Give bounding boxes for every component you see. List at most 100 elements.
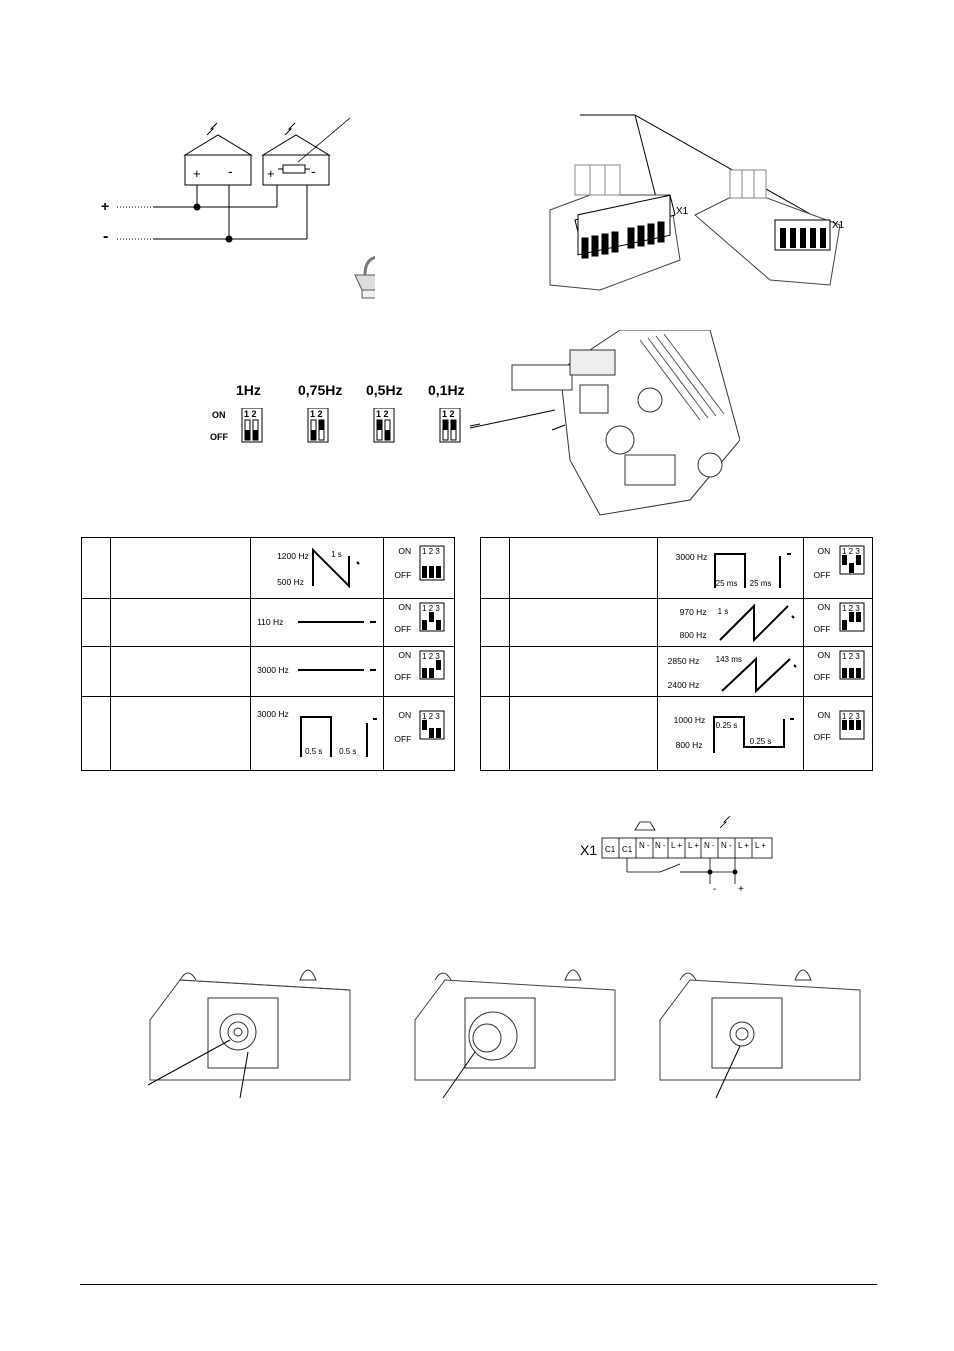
dip-switch-3: 1 2 3	[419, 650, 445, 680]
table-row: 3000 Hz ON OFF 1 2 3	[81, 646, 455, 697]
svg-text:1 2 3: 1 2 3	[422, 604, 440, 613]
svg-text:1 2 3: 1 2 3	[422, 652, 440, 661]
tone-table-left: 1200 Hz 500 Hz 1 s ON OFF 1 2 3 110 Hz	[81, 537, 455, 771]
table-row: 1200 Hz 500 Hz 1 s ON OFF 1 2 3	[81, 537, 455, 599]
x1-label: X1	[580, 842, 598, 858]
tone-time: 25 ms	[715, 579, 738, 588]
table-row: 3000 Hz 0.5 s 0.5 s ON OFF 1 2 3	[81, 696, 455, 771]
tone-time: 1 s	[331, 550, 342, 559]
svg-text:1 2: 1 2	[442, 409, 455, 419]
svg-text:1 2 3: 1 2 3	[422, 547, 440, 556]
dip-switch-3: 1 2 3	[419, 602, 445, 632]
dip-off: OFF	[813, 624, 831, 634]
footer-rule	[80, 1284, 877, 1285]
housing-drawing-3	[659, 969, 861, 1099]
tone-hz-top: 1000 Hz	[673, 715, 706, 725]
dip-switch-3: 1 2 3	[419, 710, 445, 740]
tone-hz-top: 110 Hz	[257, 617, 284, 627]
svg-text:1 2 3: 1 2 3	[842, 547, 860, 556]
dip-off: OFF	[813, 570, 831, 580]
x1-cell-n-1: N -	[639, 841, 650, 850]
dip-off: OFF	[394, 672, 412, 682]
dip-off: OFF	[813, 732, 831, 742]
supply-plus-label: +	[101, 198, 109, 214]
x1-cell-n-2: N -	[655, 841, 666, 850]
x1-cell-l-4: L +	[755, 841, 766, 850]
waveform-pulse	[300, 716, 378, 757]
tone-table-right: 3000 Hz 25 ms 25 ms ON OFF 1 2 3 970 Hz …	[480, 537, 874, 771]
dip-switch-3: 1 2 3	[839, 710, 865, 740]
tone-time: 0.25 s	[715, 721, 738, 730]
tone-hz-bottom: 500 Hz	[277, 577, 305, 587]
terminal-board-drawing: X1 X1	[549, 114, 845, 291]
supply-minus-label: -	[103, 228, 108, 245]
dip-switch-3: 1 2 3	[839, 545, 865, 575]
dip-on: ON	[398, 710, 412, 720]
svg-text:1 2 3: 1 2 3	[842, 604, 860, 613]
x1-minus: -	[713, 884, 716, 895]
dip-on: ON	[817, 710, 831, 720]
dip-off: OFF	[813, 672, 831, 682]
dip-on: ON	[817, 546, 831, 556]
x1-label-a: X1	[676, 206, 689, 217]
x1-cell-c1-a: C1	[605, 845, 616, 854]
table-row: 2850 Hz 2400 Hz 143 ms ON OFF 1 2 3	[480, 646, 874, 697]
x1-cell-n-3: N -	[704, 841, 715, 850]
waveform-continuous	[298, 621, 377, 623]
tone-time-2: 0.25 s	[749, 737, 772, 746]
dip-off: OFF	[394, 624, 412, 634]
freq-01hz-label: 0,1Hz	[428, 382, 465, 398]
freq-settings: ON OFF 1Hz 0,75Hz 0,5Hz 0,1Hz 1 2 1 2 1 …	[210, 378, 490, 468]
svg-text:1 2: 1 2	[376, 409, 389, 419]
tone-hz-top: 3000 Hz	[257, 665, 289, 675]
dip-switch-3: 1 2 3	[839, 602, 865, 632]
dip-on: ON	[398, 546, 412, 556]
svg-text:1 2: 1 2	[310, 409, 323, 419]
tone-hz-top: 1200 Hz	[277, 551, 309, 561]
device-interior-drawing	[470, 330, 740, 516]
tone-time: 1 s	[717, 607, 729, 616]
housing-drawing-2	[414, 969, 616, 1099]
x1-cell-c1-b: C1	[622, 845, 633, 854]
waveform-sweep-up	[718, 604, 795, 643]
waveform-continuous	[298, 669, 377, 671]
x1-cell-l-2: L +	[688, 841, 699, 850]
tone-time: 143 ms	[715, 655, 742, 664]
svg-text:1 2 3: 1 2 3	[842, 712, 860, 721]
table-row: 3000 Hz 25 ms 25 ms ON OFF 1 2 3	[480, 537, 874, 599]
tone-hz-bottom: 2400 Hz	[667, 680, 700, 690]
svg-text:+: +	[267, 166, 275, 181]
dip-on: ON	[817, 650, 831, 660]
tone-hz-top: 3000 Hz	[257, 709, 289, 719]
tone-hz-top: 3000 Hz	[675, 552, 708, 562]
svg-text:1 2: 1 2	[244, 409, 257, 419]
dip-on: ON	[817, 602, 831, 612]
device1-plus: +	[193, 166, 201, 181]
table-row: 110 Hz ON OFF 1 2 3	[81, 598, 455, 647]
svg-text:1 2 3: 1 2 3	[842, 652, 860, 661]
dip-on: ON	[398, 602, 412, 612]
table-row: 1000 Hz 800 Hz 0.25 s 0.25 s ON OFF 1 2 …	[480, 696, 874, 771]
dip-switch-3: 1 2 3	[419, 545, 445, 581]
tone-time-2: 25 ms	[749, 579, 772, 588]
waveform-two-tone	[712, 716, 794, 753]
waveform-sweep-up	[720, 656, 797, 694]
freq-1hz-label: 1Hz	[236, 382, 261, 398]
dip-off: OFF	[394, 570, 412, 580]
x1-label-b: X1	[832, 220, 845, 231]
dip-off: OFF	[394, 734, 412, 744]
waveform-sweep-down	[312, 548, 360, 588]
wiring-diagram: + - + - + -	[101, 117, 375, 299]
freq-on-label: ON	[212, 410, 226, 420]
x1-cell-n-4: N -	[721, 841, 732, 850]
x1-connection-diagram: X1 C1 C1 N - N - L + L + N - N - L	[580, 812, 780, 900]
freq-dip-switches: 1 2 1 2 1 2 1 2	[241, 408, 480, 443]
x1-cell-l-3: L +	[738, 841, 749, 850]
svg-text:1 2 3: 1 2 3	[422, 712, 440, 721]
tone-time: 0.5 s	[305, 747, 323, 756]
dip-switch-3: 1 2 3	[839, 650, 865, 680]
svg-text:-: -	[311, 163, 316, 179]
device1-minus: -	[228, 163, 233, 179]
x1-cell-l-1: L +	[671, 841, 682, 850]
tone-hz-bottom: 800 Hz	[679, 630, 707, 640]
